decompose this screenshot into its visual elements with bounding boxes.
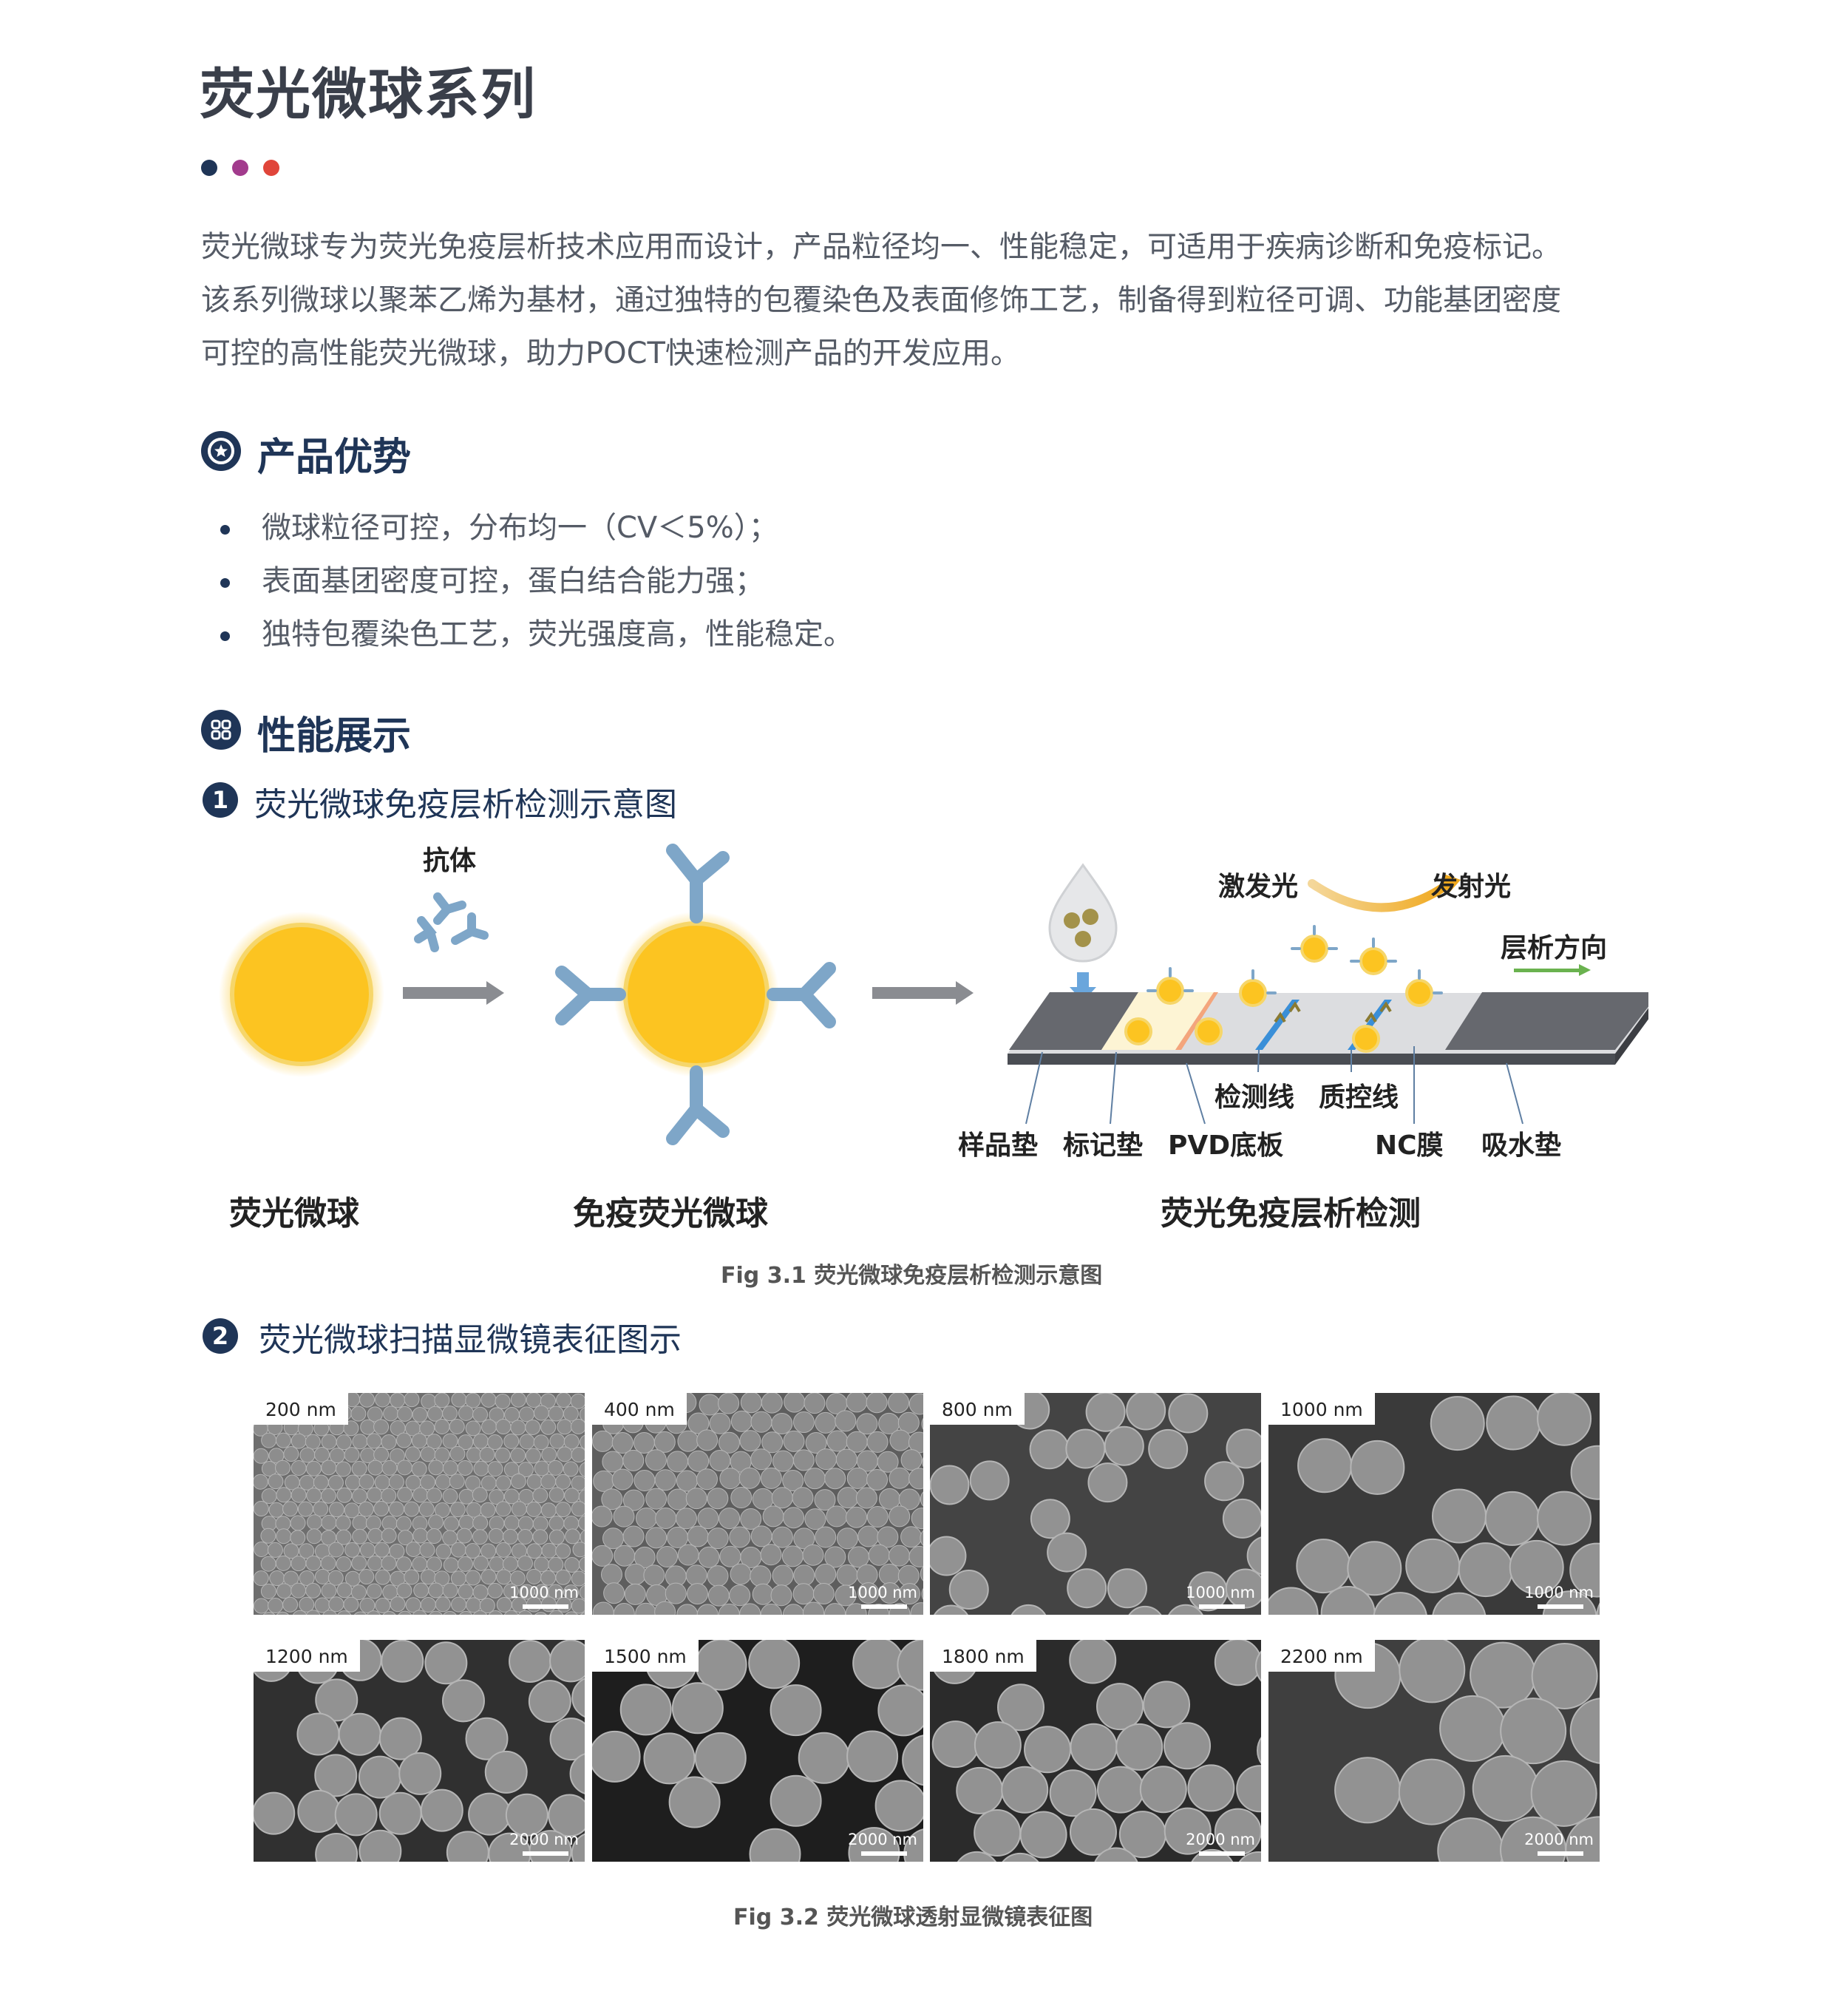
sem-image: 200 nm 1000 nm [254,1393,585,1615]
sem-image: 2200 nm 2000 nm [1268,1640,1600,1862]
list-item: 微球粒径可控，分布均一（CV＜5%）； [219,501,853,555]
sem-size-label: 1000 nm [1268,1393,1375,1425]
page-title: 荧光微球系列 [200,63,537,126]
arrow-icon [872,981,974,1005]
antibody-label: 抗体 [423,846,477,876]
scale-bar [1538,1851,1583,1856]
section-number-1: 1 [203,782,238,818]
sem-image: 1000 nm 1000 nm [1268,1393,1600,1615]
scale-bar-label: 1000 nm [1186,1584,1255,1601]
scale-bar [1199,1604,1245,1609]
list-item: 表面基团密度可控，蛋白结合能力强； [219,555,853,608]
sem-size-label: 1500 nm [592,1640,699,1672]
scale-bar [861,1604,907,1609]
sem-image: 1200 nm 2000 nm [254,1640,585,1862]
fluorescent-bead-icon [219,912,384,1077]
antibody-icon [414,892,489,952]
scale-bar-label: 2000 nm [848,1831,917,1848]
scale-bar [1538,1604,1583,1609]
sem-size-label: 800 nm [930,1393,1025,1425]
immuno-bead-icon [555,844,836,1145]
sem-image: 800 nm 1000 nm [930,1393,1261,1615]
test-line-label: 检测线 [1215,1082,1295,1113]
scale-bar-label: 2000 nm [509,1831,579,1848]
scale-bar [861,1851,907,1856]
diagram-section-title: 荧光微球免疫层析检测示意图 [254,786,677,824]
scale-bar-label: 1000 nm [1524,1584,1594,1601]
advantages-title: 产品优势 [257,435,412,480]
excitation-label: 激发光 [1218,872,1299,902]
sem-image: 1800 nm 2000 nm [930,1640,1261,1862]
stage-label-detection: 荧光免疫层析检测 [1161,1195,1421,1233]
test-strip-icon [1008,863,1648,1125]
performance-title: 性能展示 [257,714,412,759]
scale-bar-label: 1000 nm [848,1584,917,1601]
intro-line: 荧光微球专为荧光免疫层析技术应用而设计，产品粒径均一、性能稳定，可适用于疾病诊断… [201,230,1561,264]
scale-bar [523,1851,568,1856]
decor-dot-2 [232,160,248,176]
sem-size-label: 400 nm [592,1393,687,1425]
stage-label-bead: 荧光微球 [229,1195,359,1233]
sem-size-label: 1200 nm [254,1640,360,1672]
advantages-list: 微球粒径可控，分布均一（CV＜5%）； 表面基团密度可控，蛋白结合能力强； 独特… [219,501,853,661]
scale-bar [523,1604,568,1609]
intro-line: 该系列微球以聚苯乙烯为基材，通过独特的包覆染色及表面修饰工艺，制备得到粒径可调、… [201,283,1561,317]
scale-bar-label: 2000 nm [1524,1831,1594,1848]
section-number-2: 2 [203,1318,238,1354]
nc-membrane-label: NC膜 [1375,1130,1444,1161]
immunochromatography-diagram [219,844,1648,1145]
grid-icon [201,710,241,750]
sem-size-label: 200 nm [254,1393,348,1425]
scale-bar-label: 1000 nm [509,1584,579,1601]
absorbent-pad-label: 吸水垫 [1481,1130,1562,1161]
control-line-label: 质控线 [1319,1082,1399,1113]
intro-paragraph: 荧光微球专为荧光免疫层析技术应用而设计，产品粒径均一、性能稳定，可适用于疾病诊断… [201,220,1679,380]
decor-dot-3 [263,160,279,176]
conjugate-pad-label: 标记垫 [1063,1130,1144,1161]
sample-pad-label: 样品垫 [958,1130,1039,1161]
list-item: 独特包覆染色工艺，荧光强度高，性能稳定。 [219,608,853,661]
figure-caption-1: Fig 3.1 荧光微球免疫层析检测示意图 [721,1263,1103,1289]
sem-size-label: 1800 nm [930,1640,1036,1672]
sem-image: 400 nm 1000 nm [592,1393,923,1615]
sem-section-title: 荧光微球扫描显微镜表征图示 [259,1321,682,1359]
sem-size-label: 2200 nm [1268,1640,1375,1672]
scale-bar-label: 2000 nm [1186,1831,1255,1848]
sem-image: 1500 nm 2000 nm [592,1640,923,1862]
arrow-icon [403,981,504,1005]
pvd-board-label: PVD底板 [1168,1130,1284,1161]
figure-caption-2: Fig 3.2 荧光微球透射显微镜表征图 [733,1905,1093,1930]
emission-label: 发射光 [1431,872,1512,902]
intro-line: 可控的高性能荧光微球，助力POCT快速检测产品的开发应用。 [201,336,1020,370]
decor-dot-1 [201,160,217,176]
scale-bar [1199,1851,1245,1856]
star-badge-icon [201,431,241,471]
flow-direction-label: 层析方向 [1501,933,1608,963]
stage-label-immuno-bead: 免疫荧光微球 [573,1195,768,1233]
